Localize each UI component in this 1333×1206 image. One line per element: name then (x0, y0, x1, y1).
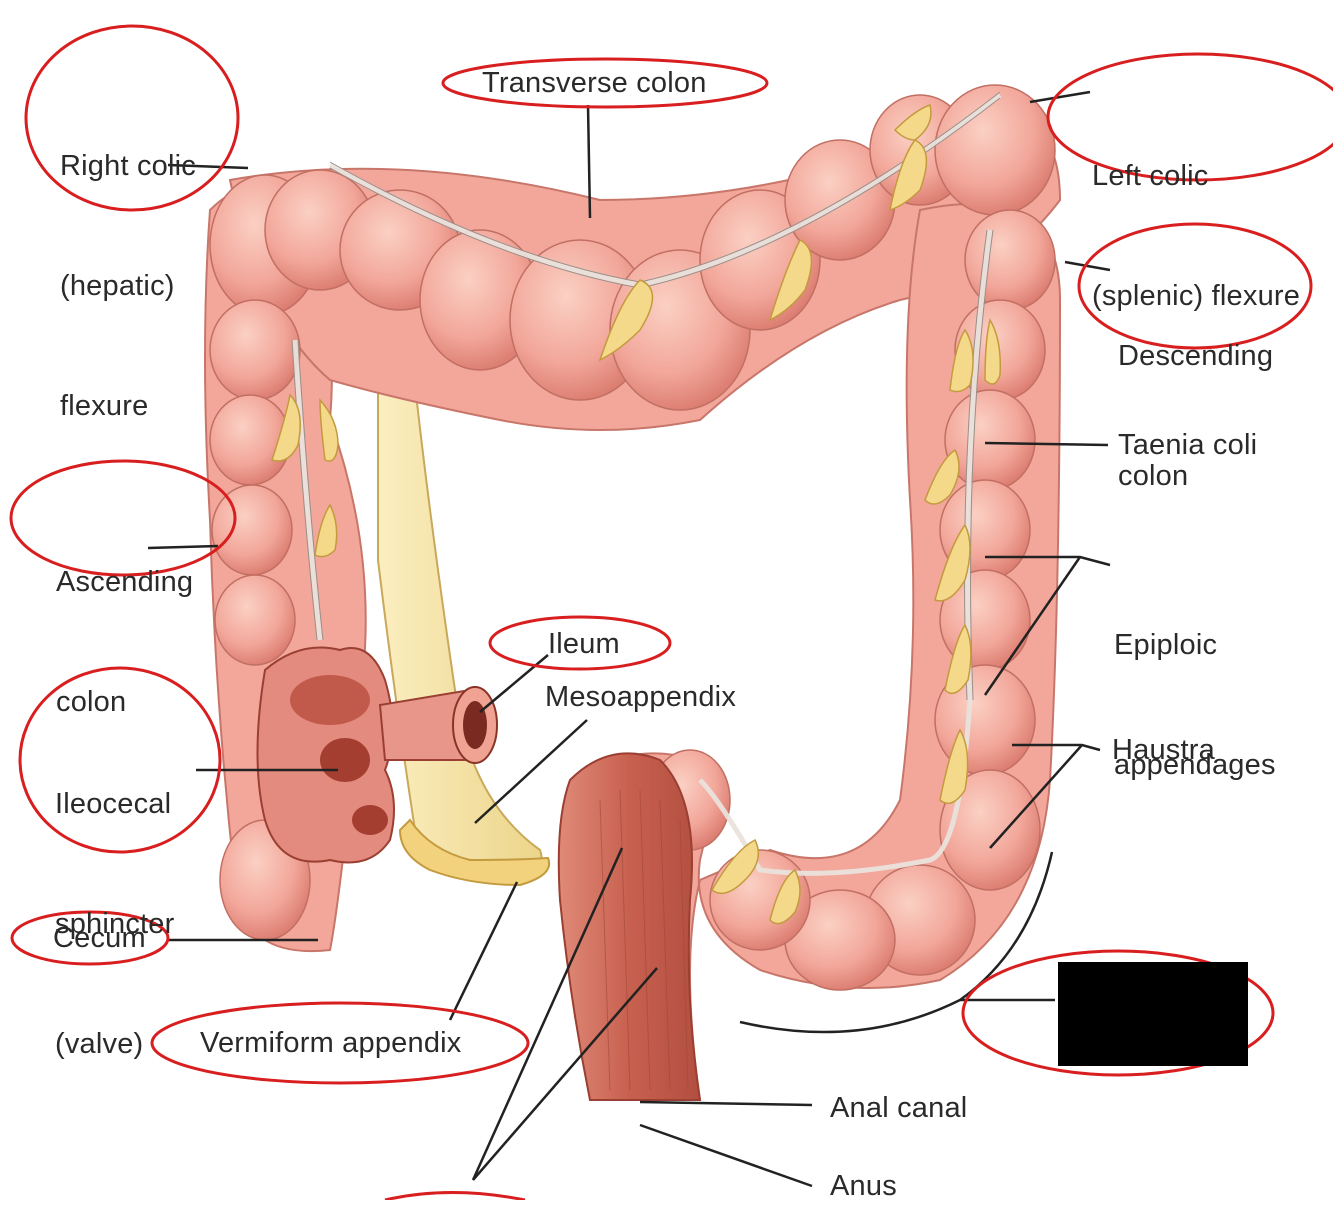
label-mesoappendix: Mesoappendix (545, 681, 737, 713)
ring-redacted (961, 949, 1275, 1077)
label-taenia-coli: Taenia coli (1118, 429, 1258, 461)
ring-ileum (488, 615, 672, 671)
rectum-muscle-fibers (599, 789, 689, 1091)
ring-descending-colon (1077, 222, 1313, 350)
label-left-colic-flexure: Left colic (splenic) flexure (1092, 160, 1301, 312)
label-ileocecal-sphincter: Ileocecal sphincter (valve) (55, 788, 175, 1060)
label-transverse-colon: Transverse colon (482, 67, 707, 99)
label-anal-canal: Anal canal (830, 1092, 968, 1124)
label-right-colic-flexure: Right colic (hepatic) flexure (60, 150, 196, 422)
callout-rings (9, 24, 1333, 1202)
label-ileum: Ileum (548, 628, 620, 660)
label-epiploic-appendages: Epiploic appendages (1114, 629, 1276, 781)
label-ascending-colon: Ascending colon (56, 566, 194, 718)
leader-lines (147, 90, 1111, 1188)
ring-vermiform-appendix (150, 1001, 530, 1085)
ring-left-colic (1046, 52, 1333, 182)
label-anus: Anus (830, 1170, 897, 1202)
label-haustra: Haustra (1112, 734, 1215, 766)
ring-ileocecal (18, 666, 222, 854)
label-descending-colon: Descending colon (1118, 340, 1274, 492)
vermiform-appendix (398, 818, 551, 887)
rectum (557, 752, 702, 1101)
ring-transverse-colon (441, 57, 769, 109)
ring-bottom-partial (384, 1191, 526, 1202)
ring-cecum (10, 910, 170, 966)
mesoappendix (377, 378, 543, 882)
epiploic-appendages (271, 104, 1002, 925)
ileocecal-valve (256, 646, 395, 864)
label-cecum: Cecum (53, 922, 146, 954)
redacted-label (1058, 962, 1248, 1066)
ileum (378, 686, 498, 764)
label-vermiform-appendix: Vermiform appendix (200, 1027, 462, 1059)
ring-right-colic (24, 24, 240, 212)
ring-ascending-colon (9, 459, 237, 577)
